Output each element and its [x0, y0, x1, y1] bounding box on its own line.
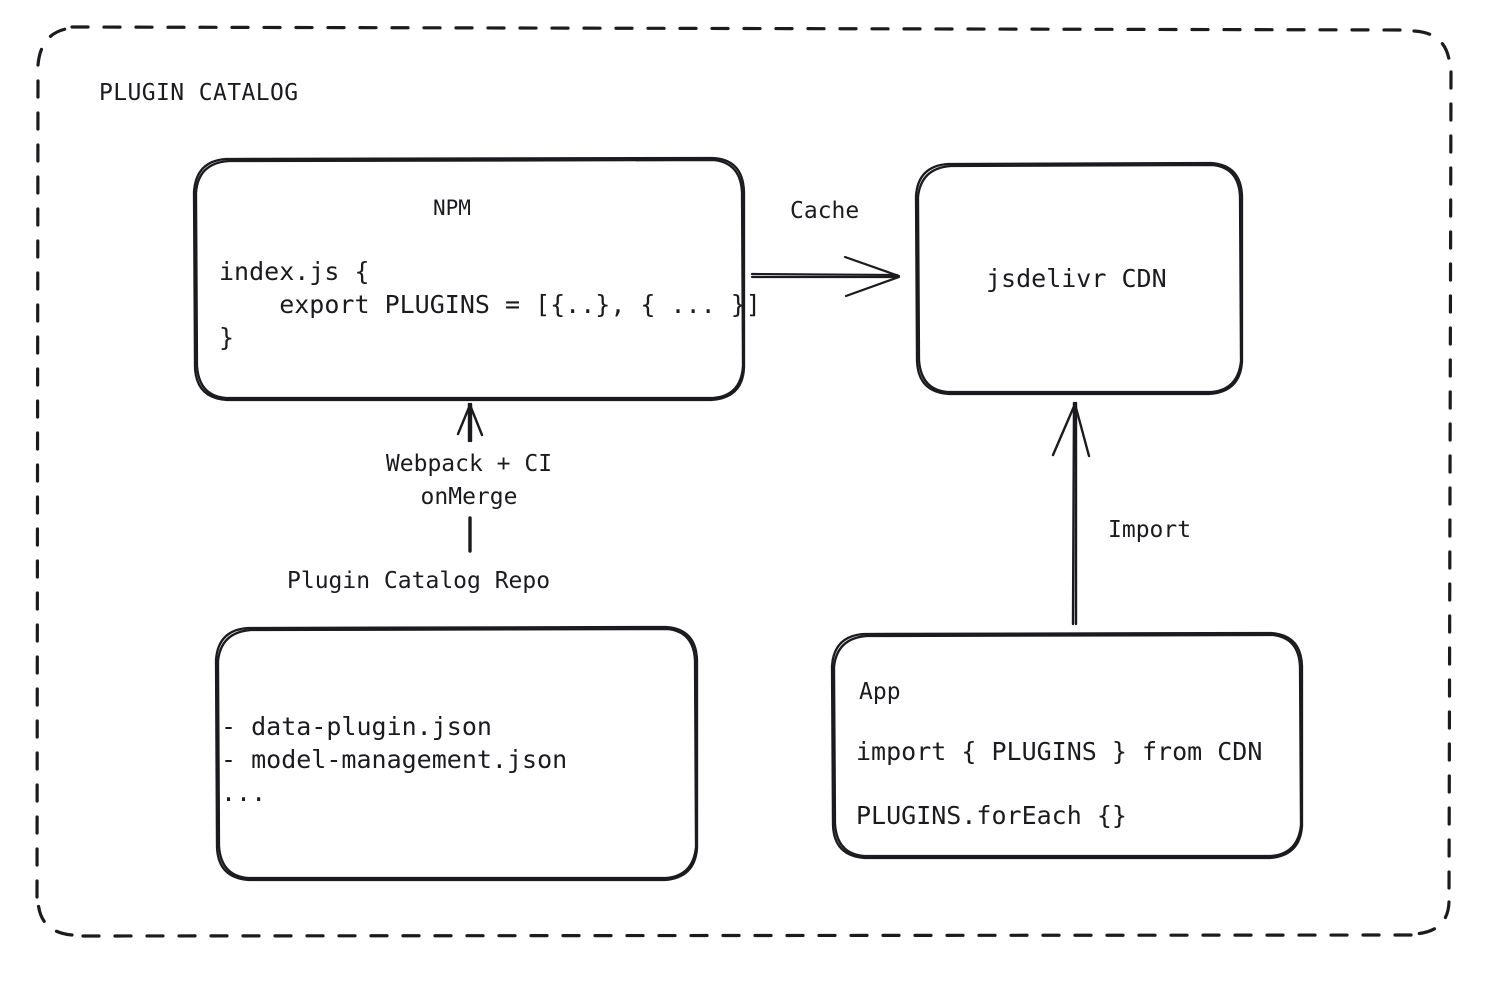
repo-node-file-list: - data-plugin.json - model-management.js…	[221, 712, 568, 807]
npm-node-title: NPM	[433, 196, 471, 220]
build-arrow	[456, 402, 484, 443]
npm-node-code: index.js { export PLUGINS = [{..}, { ...…	[219, 257, 761, 352]
app-node-foreach-line: PLUGINS.forEach {}	[856, 801, 1127, 830]
app-node-import-line: import { PLUGINS } from CDN	[856, 737, 1263, 766]
cache-arrow	[750, 255, 901, 298]
app-node-title: App	[859, 679, 901, 705]
build-edge-label: Webpack + CI onMerge	[385, 451, 553, 510]
import-edge-label: Import	[1108, 517, 1192, 543]
group-title: PLUGIN CATALOG	[99, 80, 299, 106]
import-arrow	[1051, 401, 1091, 626]
repo-node-label: Plugin Catalog Repo	[287, 568, 551, 594]
cache-edge-label: Cache	[790, 198, 860, 224]
cdn-node-title: jsdelivr CDN	[986, 264, 1167, 293]
